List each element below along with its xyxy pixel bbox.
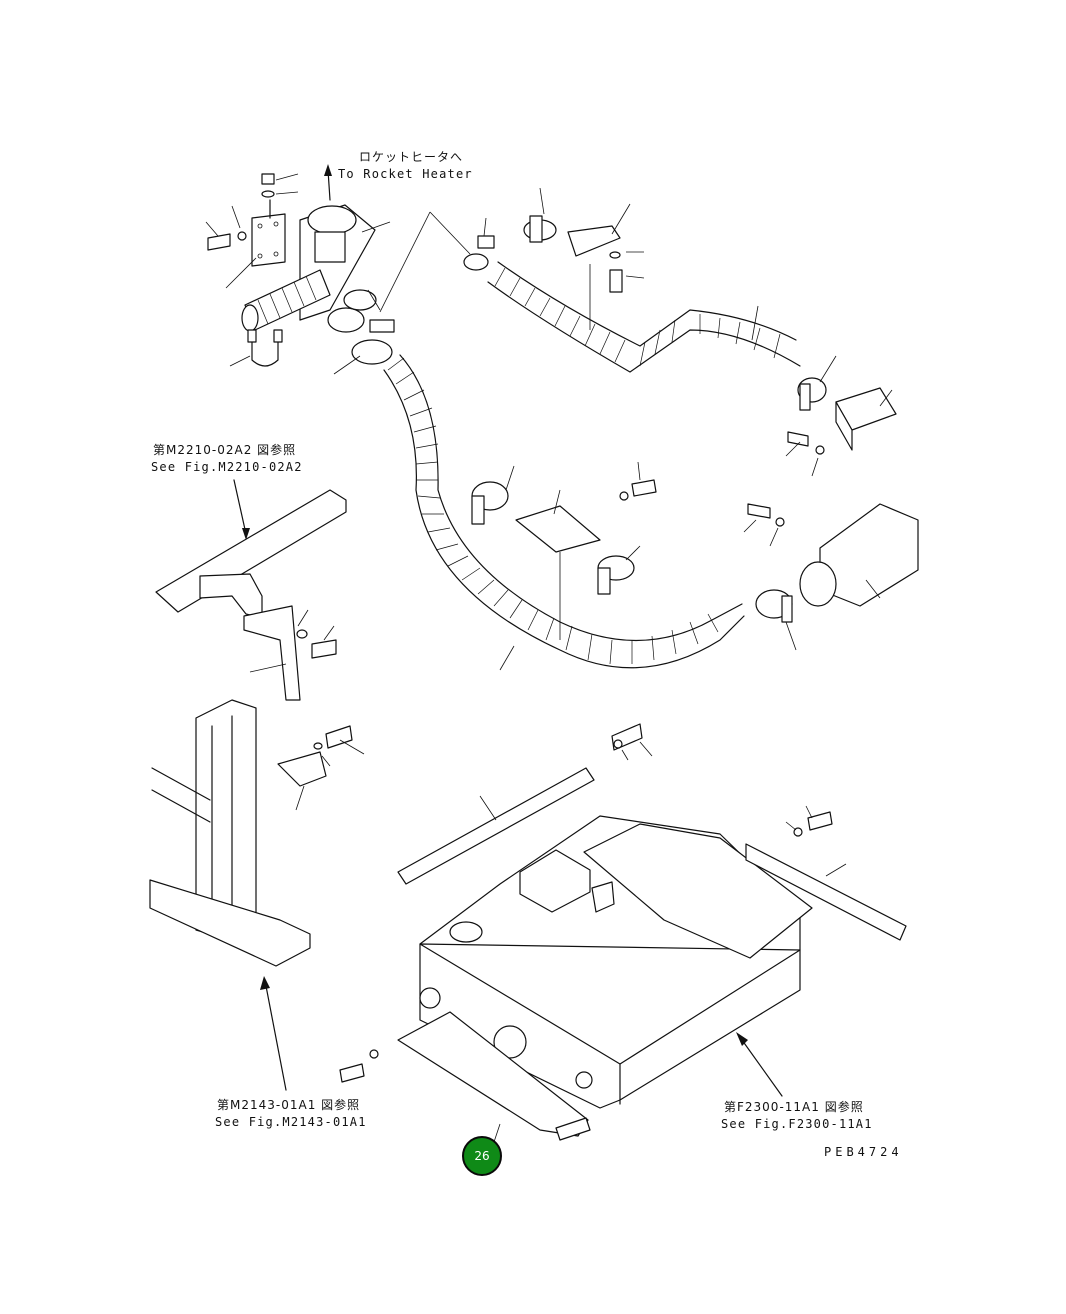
left-frame-bracket	[155, 479, 347, 701]
upper-right-hose	[463, 187, 897, 477]
ref-m2143-label-en: See Fig.M2143-01A1	[215, 1115, 367, 1129]
upper-left-bracket-assembly	[205, 173, 471, 375]
ref-m2210-label-en: See Fig.M2210-02A2	[151, 460, 303, 474]
to-heater-label-en: To Rocket Heater	[338, 167, 473, 181]
ref-f2300-label-jp: 第F2300-11A1 図参照	[724, 1100, 864, 1114]
to-heater-label-jp: ロケットヒータへ	[359, 150, 464, 164]
right-duct-outlet	[743, 503, 919, 651]
lower-left-structure	[149, 699, 365, 1091]
part-number-badge[interactable]: 26	[462, 1136, 502, 1176]
ref-f2300-label-en: See Fig.F2300-11A1	[721, 1117, 873, 1131]
drawing-code: PEB4724	[824, 1145, 903, 1159]
ref-m2210-label-jp: 第M2210-02A2 図参照	[153, 443, 297, 457]
ref-m2143-label-jp: 第M2143-01A1 図参照	[217, 1098, 361, 1112]
heater-tank-assembly	[339, 723, 907, 1149]
long-flexible-hose	[383, 354, 745, 671]
heater-direction-arrow	[324, 164, 332, 201]
